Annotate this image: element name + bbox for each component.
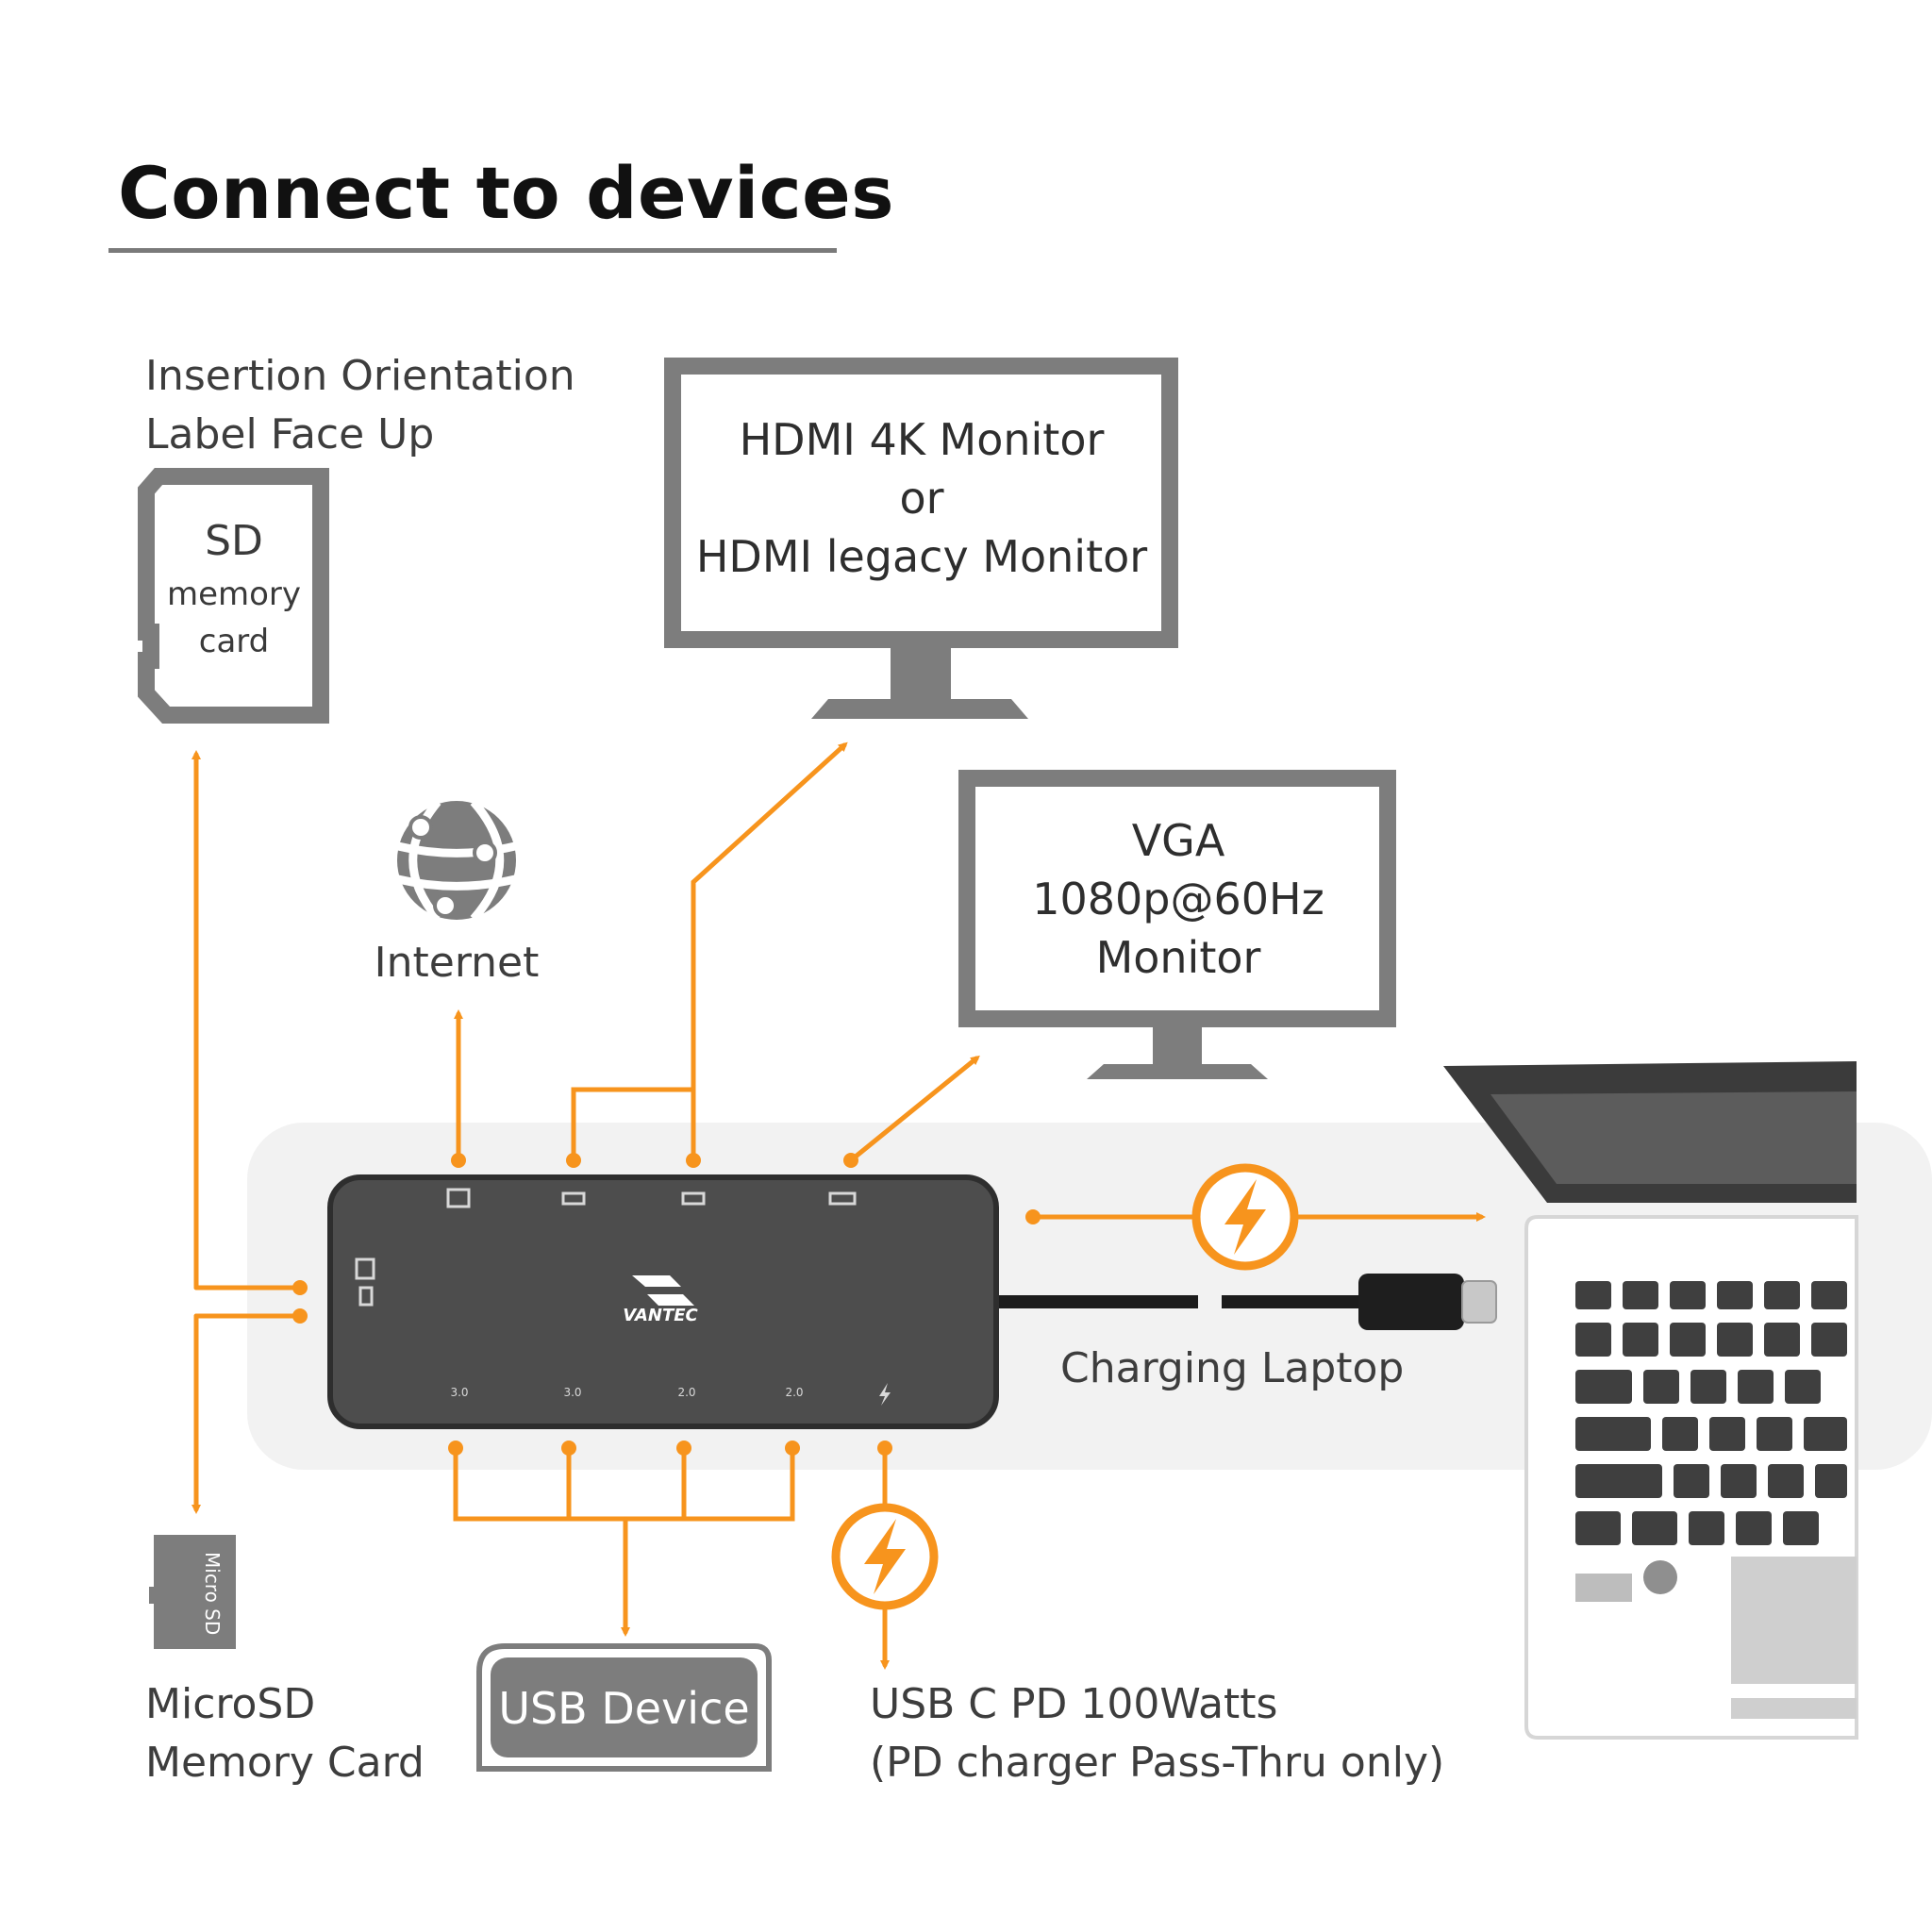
sd-orientation-line2: Label Face Up [145,410,435,458]
hdmi-monitor-line3: HDMI legacy Monitor [695,531,1148,582]
laptop-icon [1443,1061,1858,1740]
sd-slot-icon [355,1257,375,1280]
usb-c-cable [995,1274,1497,1330]
microsd-card-text: Micro SD [201,1552,224,1635]
charging-laptop-label: Charging Laptop [1060,1344,1405,1392]
microsd-label-line1: MicroSD [145,1680,316,1728]
usb-port-label: 3.0 [563,1386,581,1399]
globe-network-icon [396,799,517,922]
usb-port-label: 2.0 [785,1386,803,1399]
hdmi-monitor-icon [664,358,1178,719]
power-port-icon [879,1383,891,1406]
hub-brand-text: VANTEC [623,1306,698,1325]
sd-orientation-line1: Insertion Orientation [145,352,575,400]
usb-port-label: 2.0 [677,1386,695,1399]
microsd-card-icon [149,1535,236,1649]
usb-c-hub: VANTEC 3.0 3.0 2.0 2.0 [327,1174,999,1429]
ethernet-port-icon [446,1188,471,1208]
sd-card-label: memory [166,575,302,613]
sd-card-label: card [198,623,270,660]
usb-device-box [476,1643,772,1772]
power-bolt-icon [831,1503,939,1610]
hdmi-port-icon [681,1191,706,1206]
hdmi-port-icon [561,1191,586,1206]
vga-monitor-icon [958,770,1396,1079]
usb-device-label: USB Device [498,1683,750,1734]
sd-card-label: SD [205,517,263,565]
hdmi-monitor-line1: HDMI 4K Monitor [739,414,1105,465]
hdmi-monitor-line2: or [899,473,944,524]
vga-monitor-line3: Monitor [1095,932,1261,983]
page-title: Connect to devices [118,151,894,235]
vga-monitor-line2: 1080p@60Hz [1032,874,1324,924]
microsd-slot-icon [358,1286,374,1307]
usb-port-label: 3.0 [450,1386,468,1399]
vga-monitor-line1: VGA [1131,815,1225,866]
vga-port-icon [828,1191,857,1206]
internet-label: Internet [374,939,540,987]
title-underline [108,248,837,253]
usb-c-pd-line1: USB C PD 100Watts [870,1680,1278,1728]
power-bolt-icon [1191,1163,1299,1271]
microsd-label-line2: Memory Card [145,1739,425,1787]
usb-c-pd-line2: (PD charger Pass-Thru only) [870,1739,1445,1787]
vantec-logo [632,1275,694,1306]
sd-card-icon [138,468,329,724]
